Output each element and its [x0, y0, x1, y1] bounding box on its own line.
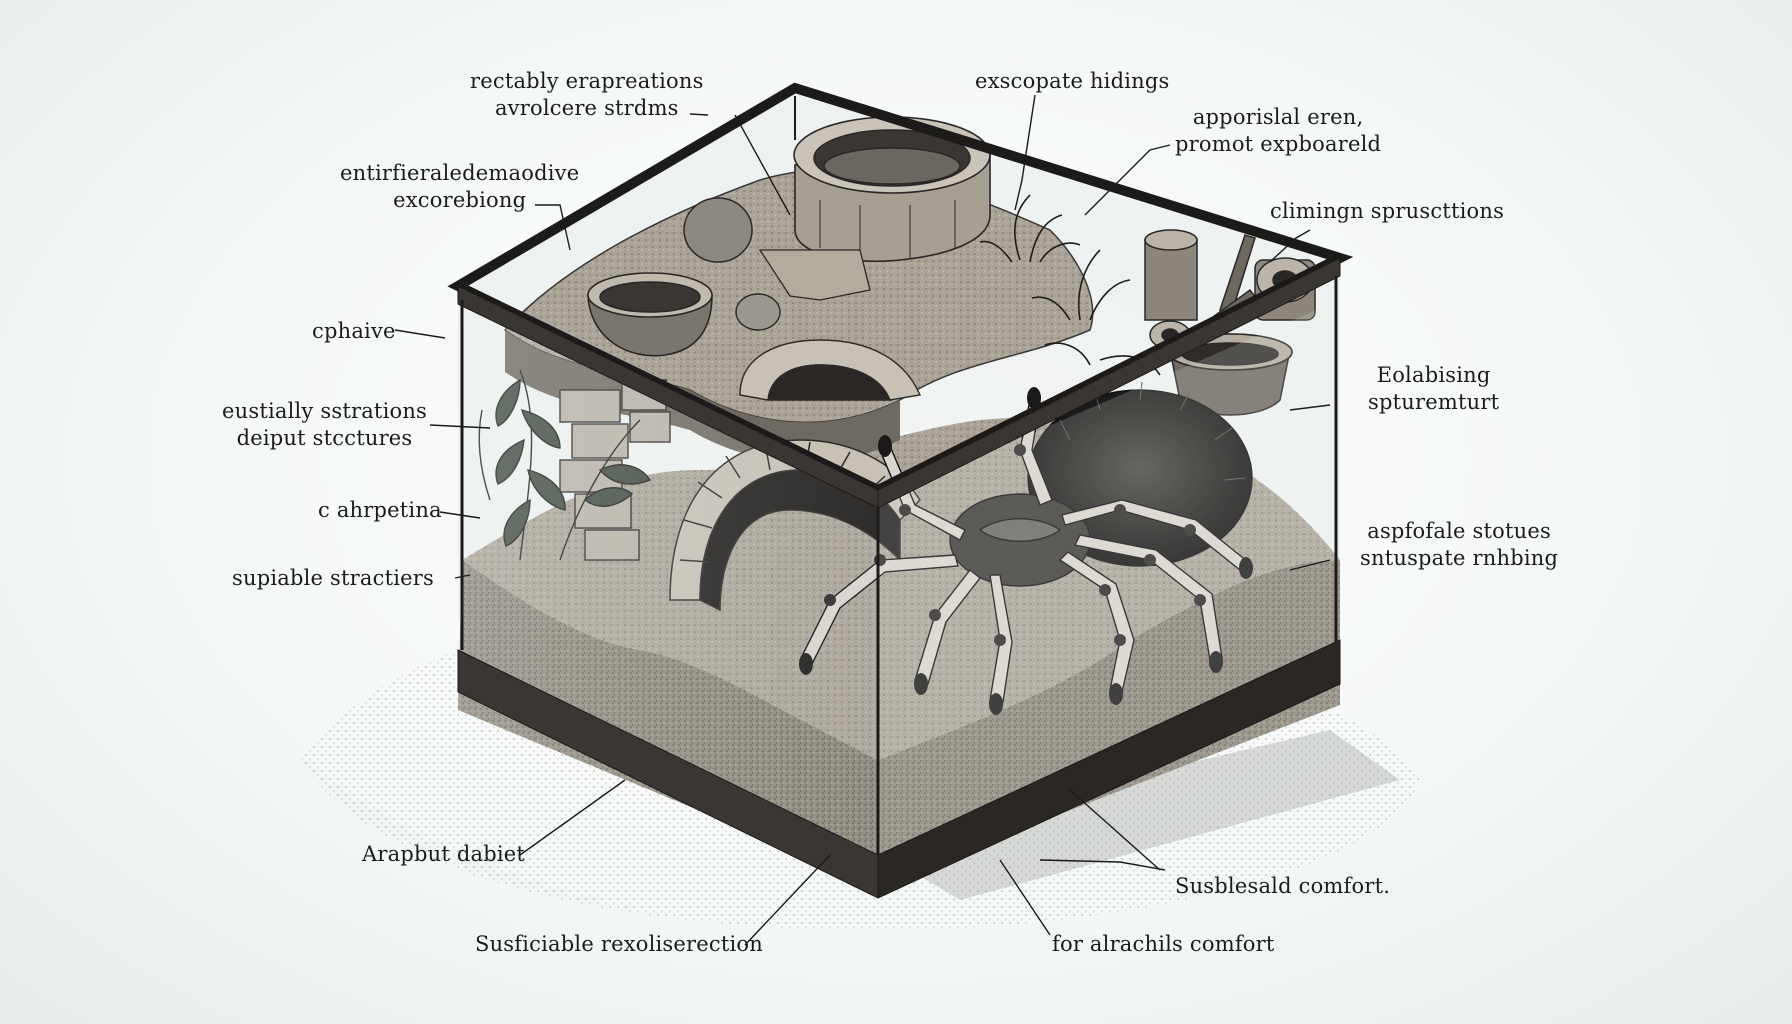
label-line: climingn spruscttions — [1270, 199, 1505, 223]
label-arapbut-dabiet: Arapbut dabiet — [362, 841, 525, 868]
terrarium-frame — [447, 82, 1354, 899]
label-line: entirfieraledemaodive — [340, 161, 580, 185]
label-cphaive: cphaive — [312, 318, 396, 345]
label-line: Susficiable rexoliserection — [475, 932, 763, 956]
label-susficiable-rexoliserection: Susficiable rexoliserection — [475, 931, 763, 958]
label-line: for alrachils comfort — [1052, 932, 1275, 956]
label-line: supiable stractiers — [232, 566, 434, 590]
label-line: eustially sstrations — [222, 399, 428, 423]
small-rock — [735, 293, 781, 331]
label-line: rectably erapreations — [470, 69, 704, 93]
upper-platform-side — [505, 330, 900, 463]
platform-arch — [739, 339, 921, 401]
label-line: exscopate hidings — [975, 69, 1170, 93]
label-line: apporislal eren, — [1192, 105, 1364, 129]
label-exscopate-hidings: exscopate hidings — [975, 68, 1170, 95]
label-entirfieraledemaodive: entirfieraledemaodive excorebiong — [340, 160, 579, 214]
label-line: sntuspate rnhbing — [1360, 546, 1559, 570]
label-supiable-stractiers: supiable stractiers — [232, 565, 434, 592]
stone-blocks — [758, 249, 871, 301]
label-for-alrachils-comfort: for alrachils comfort — [1052, 931, 1275, 958]
label-line: promot expboareld — [1175, 132, 1382, 156]
front-glass-right — [878, 300, 1340, 885]
label-line: cphaive — [312, 319, 396, 343]
label-apporislal-eren: apporislal eren, promot expboareld — [1175, 104, 1381, 158]
label-line: deiput stcctures — [236, 426, 413, 450]
label-line: Susblesald comfort. — [1175, 874, 1391, 898]
small-bowl — [587, 272, 713, 357]
label-line: avrolcere strdms — [494, 96, 679, 120]
label-eolabising: Eolabising spturemturt — [1368, 362, 1499, 416]
label-line: aspfofale stotues — [1367, 519, 1551, 543]
label-eustially-sstrations: eustially sstrations deiput stcctures — [222, 398, 427, 452]
label-rectably-erapreations: rectably erapreations avrolcere strdms — [470, 68, 704, 122]
leg-joint-bands — [824, 444, 1206, 646]
label-line: Eolabising — [1376, 363, 1491, 387]
label-susblesald-comfort: Susblesald comfort. — [1175, 873, 1390, 900]
leader-lines — [394, 94, 1331, 946]
label-climingn-spruscttions: climingn spruscttions — [1270, 198, 1504, 225]
cast-shadow — [860, 730, 1400, 900]
label-aspfofale-stotues: aspfofale stotues sntuspate rnhbing — [1360, 518, 1558, 572]
label-c-ahrpetina: c ahrpetina — [318, 497, 442, 524]
round-rock — [683, 197, 753, 263]
label-line: Arapbut dabiet — [362, 842, 526, 866]
label-line: spturemturt — [1368, 390, 1500, 414]
label-line: c ahrpetina — [318, 498, 442, 522]
label-line: excorebiong — [393, 188, 527, 212]
